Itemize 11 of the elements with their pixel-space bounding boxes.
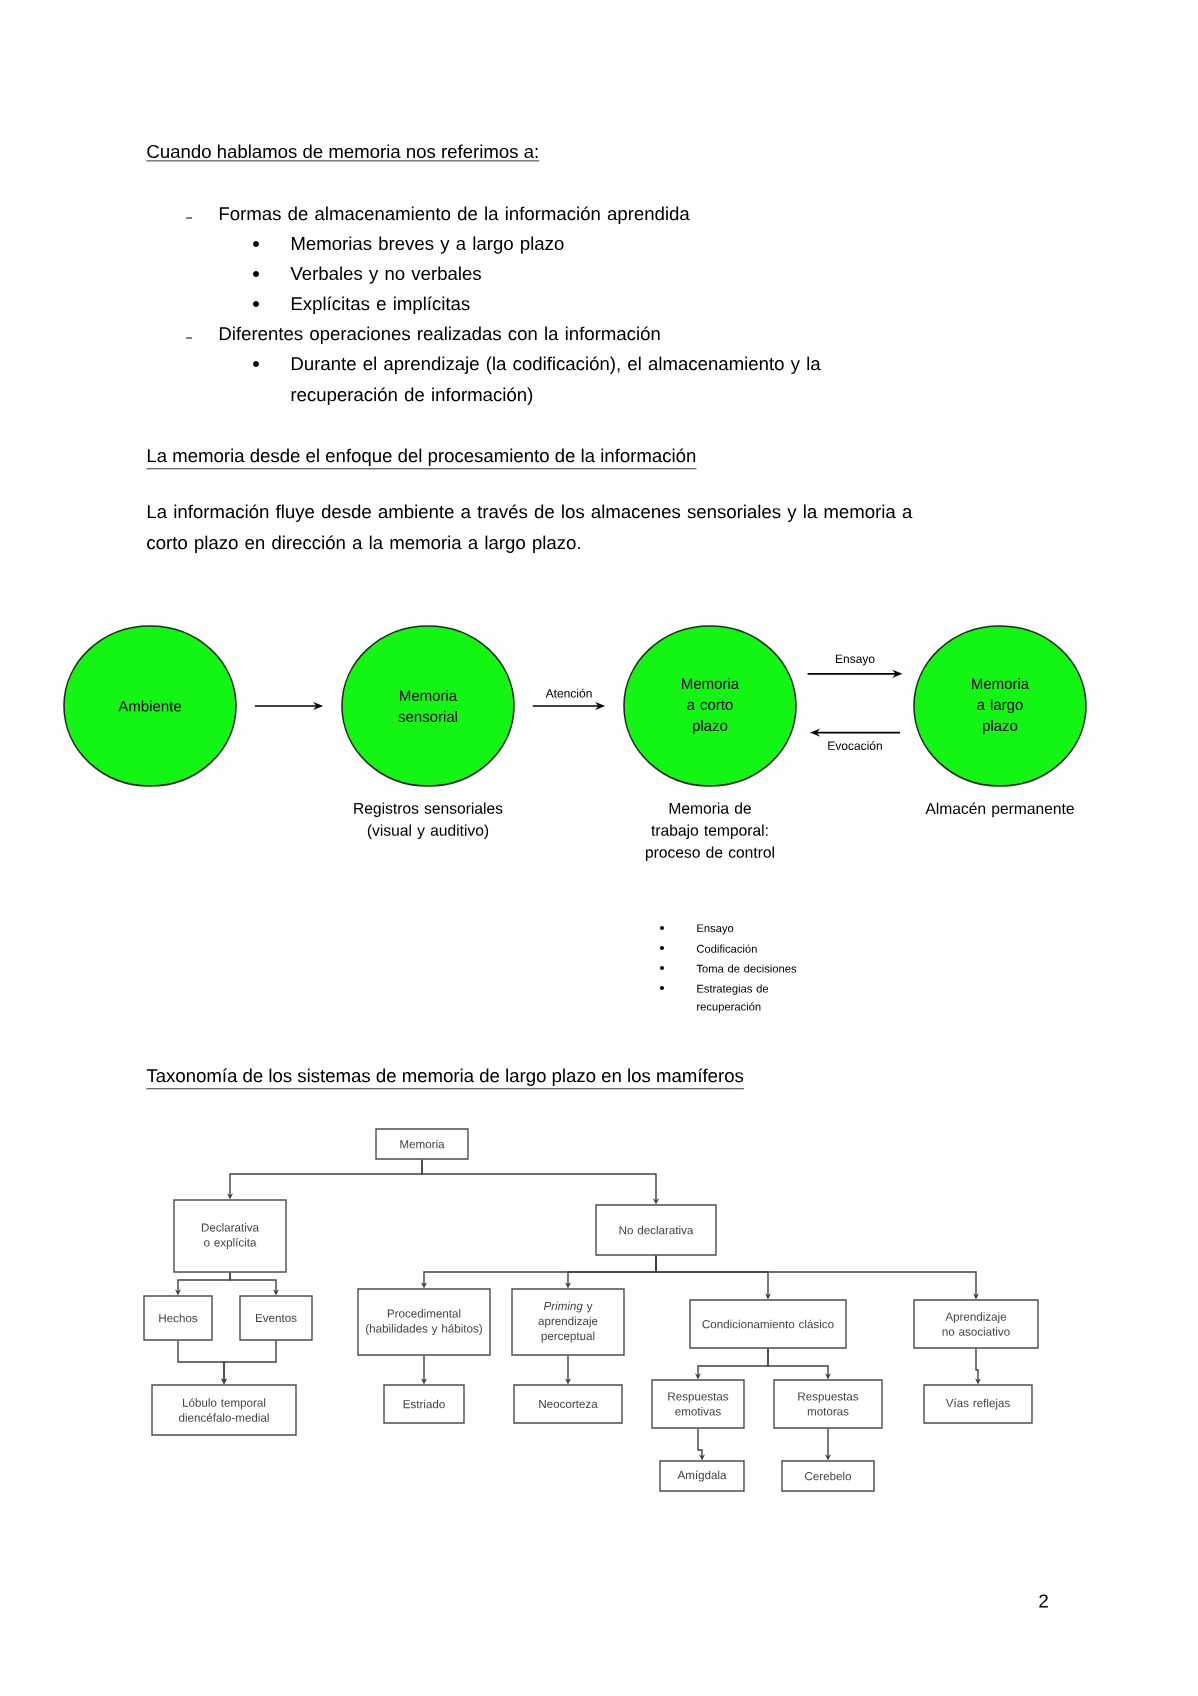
list-item: Verbales y no verbales bbox=[290, 266, 481, 284]
list-item: Durante el aprendizaje (la codificación), el almacenamiento y la recuperación de información) bbox=[291, 356, 821, 405]
list-item: Diferentes operaciones realizadas con la información bbox=[219, 326, 660, 344]
paragraph: 2 bbox=[1039, 1594, 1048, 1608]
heading: Taxonomía de los sistemas de memoria de largo plazo en los mamíferos bbox=[146, 1068, 745, 1090]
paragraph: La información fluye desde ambiente a través de los almacenes sensoriales y la memoria a corto plazo en dirección a la memoria a largo plazo. bbox=[147, 504, 913, 553]
list-item: Formas de almacenamiento de la información aprendida bbox=[219, 206, 690, 224]
heading: La memoria desde el enfoque del procesamiento de la información bbox=[146, 448, 697, 470]
heading: Cuando hablamos de memoria nos referimos a: bbox=[146, 144, 540, 162]
list-item: Memorias breves y a largo plazo bbox=[291, 236, 564, 254]
list-item: Explícitas e implícitas bbox=[291, 296, 470, 314]
